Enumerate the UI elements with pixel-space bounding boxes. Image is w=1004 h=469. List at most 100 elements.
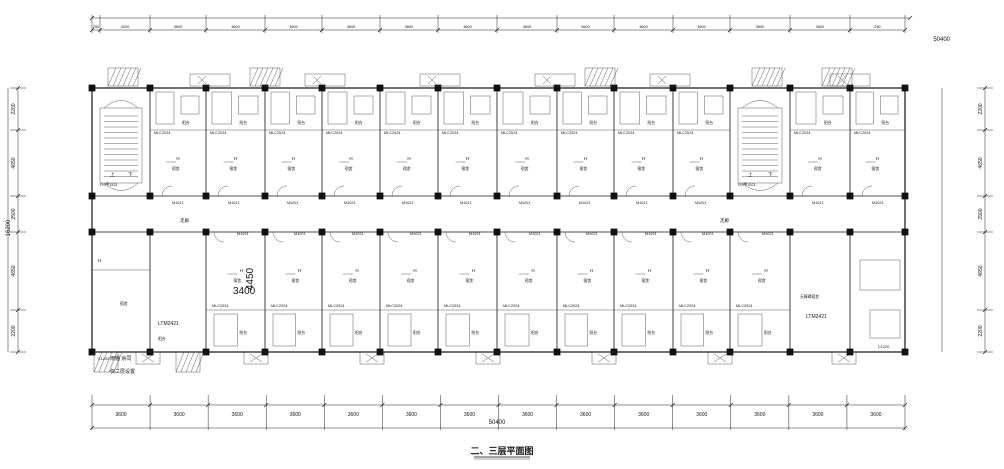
hatch-line <box>594 67 604 87</box>
door-swing <box>391 185 403 197</box>
room-width-annotation: 3400 <box>233 286 256 297</box>
room-label: 阳台 <box>158 336 166 341</box>
dimension-tick <box>15 349 21 355</box>
hatch-line <box>180 351 190 373</box>
dorm-label: 宿舍 <box>700 278 708 283</box>
door-swing <box>504 231 516 243</box>
balcony-door-code: MLC2024 <box>620 304 636 308</box>
column <box>901 192 909 200</box>
height-mark: H <box>292 156 295 161</box>
hatch-line <box>122 67 132 87</box>
hatch-line <box>98 351 108 373</box>
dimension-tick <box>847 27 853 33</box>
canopy-hatch <box>584 67 616 87</box>
balcony-door-code: MLC2024 <box>444 304 460 308</box>
door-swing <box>568 185 580 197</box>
dorm-label: 宿舍 <box>584 278 592 283</box>
height-mark: H <box>472 268 475 273</box>
wash-basin <box>822 95 844 115</box>
dimension-tick <box>435 27 441 33</box>
balcony-door-code: MLC2024 <box>563 304 579 308</box>
dorm-label: 宿舍 <box>172 166 180 171</box>
window-box <box>591 351 617 365</box>
window-box <box>135 351 161 365</box>
x-mark <box>249 353 263 363</box>
wash-basin <box>296 95 316 115</box>
hatch-line <box>831 67 841 87</box>
height-mark: H <box>355 268 358 273</box>
dimension-tick <box>670 27 676 33</box>
dorm-label: 宿舍 <box>638 166 646 171</box>
dorm-label: 宿舍 <box>403 166 411 171</box>
dimension-tick <box>786 402 792 408</box>
column <box>901 348 909 356</box>
door-code: M1021 <box>812 201 824 205</box>
height-mark: H <box>466 156 469 161</box>
door-code: M1021 <box>172 201 184 205</box>
balcony-label: 阳台 <box>706 330 714 335</box>
dorm-label: 宿舍 <box>349 278 357 283</box>
top-segment-label: 4200 <box>121 25 129 29</box>
balcony-label: 阳台 <box>648 330 656 335</box>
hatch-line <box>132 67 142 87</box>
top-segment-label: 3600 <box>347 25 355 29</box>
dorm-label: 宿舍 <box>872 166 880 171</box>
room-depth-annotation: 4450 <box>245 267 256 290</box>
height-mark: H <box>407 156 410 161</box>
balcony-label: 阳台 <box>590 330 598 335</box>
balcony-label: 阳台 <box>298 120 306 125</box>
door-swing <box>449 185 461 197</box>
height-mark: H <box>234 156 237 161</box>
bath-outline <box>327 91 348 125</box>
top-segment-label: 3600 <box>639 25 647 29</box>
x-mark <box>837 353 851 363</box>
dimension-tick <box>97 27 103 33</box>
window-box <box>475 351 501 365</box>
height-mark: H <box>349 156 352 161</box>
window-box <box>649 73 691 87</box>
stair-door-code: LTM2421 <box>158 321 179 327</box>
dimension-tick <box>554 402 559 408</box>
corridor-label: 走廊 <box>180 217 189 224</box>
column <box>901 84 909 92</box>
height-mark: H <box>413 268 416 273</box>
dimension-tick <box>322 402 327 408</box>
x-mark <box>365 353 379 363</box>
bottom-segment-label: 3600 <box>348 412 359 418</box>
top-segment-label: 3600 <box>289 25 297 29</box>
dimension-tick <box>982 127 988 133</box>
wash-basin <box>880 95 899 115</box>
dorm-label: 宿舍 <box>345 166 353 171</box>
bottom-segment-label: 3600 <box>406 412 417 418</box>
bath-outline <box>502 91 524 125</box>
height-mark: H <box>764 268 767 273</box>
wash-basin <box>470 95 491 115</box>
door-swing <box>213 231 225 243</box>
window-code: C1220 <box>98 357 109 361</box>
door-swing <box>276 185 288 197</box>
hatch-line <box>127 67 137 87</box>
bath-outline <box>211 91 232 125</box>
balcony-door-code: MLC2024 <box>794 131 810 135</box>
dorm-label: 宿舍 <box>288 166 296 171</box>
bath-outline <box>270 91 290 125</box>
top-segment-label: 250 <box>93 25 99 29</box>
door-code: M1021 <box>352 232 364 236</box>
bath-outline <box>737 313 763 347</box>
side-segment-label: 4650 <box>978 265 984 276</box>
balcony-label: 阳台 <box>355 330 363 335</box>
stair-curve <box>741 182 779 191</box>
door-code: M1021 <box>702 232 714 236</box>
door-swing <box>564 231 576 243</box>
top-total-dimension: 50400 <box>933 37 950 43</box>
dimension-tick <box>263 402 269 408</box>
dimension-tick <box>902 425 908 431</box>
balcony-label: 阳台 <box>413 120 421 125</box>
stair-down-label: 下 <box>128 172 133 178</box>
side-segment-label: 2200 <box>978 103 984 114</box>
hatch-line <box>836 67 846 87</box>
hatch-line <box>771 67 781 87</box>
dimension-tick <box>982 229 988 235</box>
hatch-line <box>185 351 195 373</box>
